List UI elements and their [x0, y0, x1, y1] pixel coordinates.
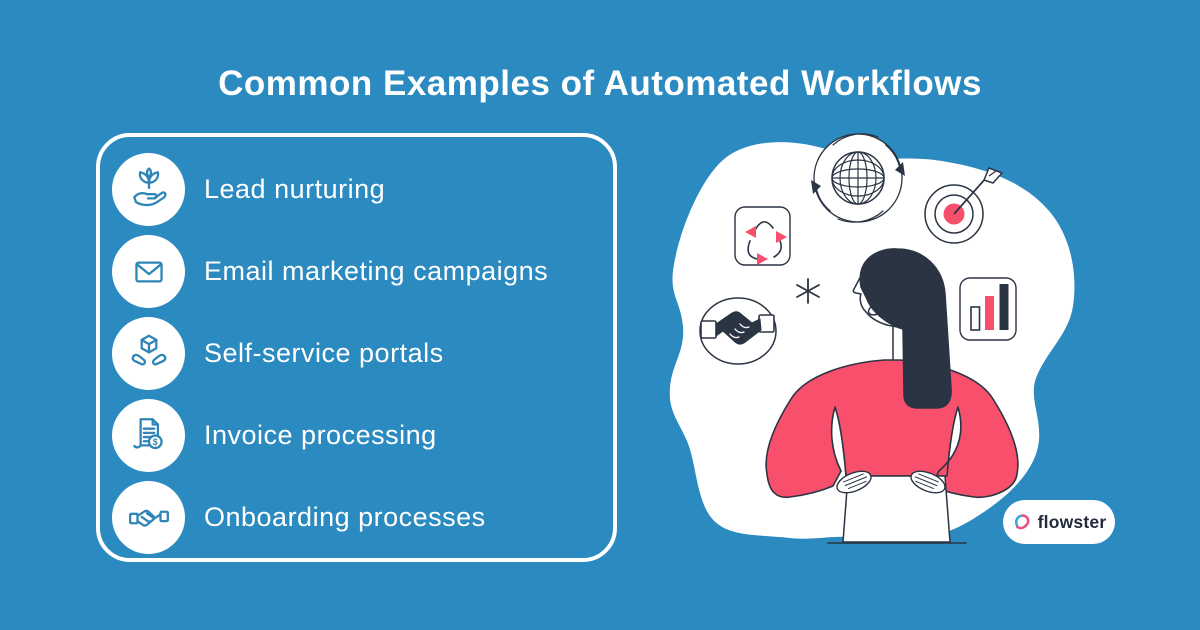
list-item-label: Onboarding processes [204, 502, 486, 532]
woman-sweater [765, 359, 1019, 499]
brand-logo-text: flowster [1037, 511, 1107, 532]
bar-chart-icon [959, 277, 1017, 341]
list-item: Email marketing campaigns [112, 235, 613, 308]
globe-sync-icon [811, 133, 905, 223]
workflow-illustration [669, 133, 1075, 544]
list-item: Self-service portals [112, 317, 613, 390]
page-title: Common Examples of Automated Workflows [218, 64, 982, 103]
list-item: Lead nurturing [112, 153, 613, 226]
hands-holding-box-icon [112, 317, 185, 390]
flowster-logo-icon [1014, 514, 1030, 530]
woman-left-hand [836, 470, 872, 494]
sprout-in-hand-icon [112, 153, 185, 226]
handshake-icon [112, 481, 185, 554]
list-item: $ Invoice processing [112, 399, 613, 472]
list-item-label: Self-service portals [204, 338, 444, 368]
woman-right-hand [910, 470, 946, 494]
invoice-dollar-icon: $ [112, 399, 185, 472]
envelope-icon [112, 235, 185, 308]
workflow-examples-card: Lead nurturing Email marketing campaigns… [96, 133, 617, 562]
list-item-label: Invoice processing [204, 420, 437, 450]
handshake-circle-icon [699, 297, 777, 365]
sparkle-icon [796, 278, 820, 304]
list-item-label: Email marketing campaigns [204, 256, 549, 286]
brand-badge: flowster [1003, 500, 1115, 544]
woman-hair [859, 248, 952, 409]
recycle-icon [734, 206, 791, 266]
svg-text:$: $ [152, 436, 157, 446]
target-arrow-icon [924, 167, 1003, 244]
list-item: Onboarding processes [112, 481, 613, 554]
woman-figure [765, 248, 1019, 544]
list-item-label: Lead nurturing [204, 174, 386, 204]
